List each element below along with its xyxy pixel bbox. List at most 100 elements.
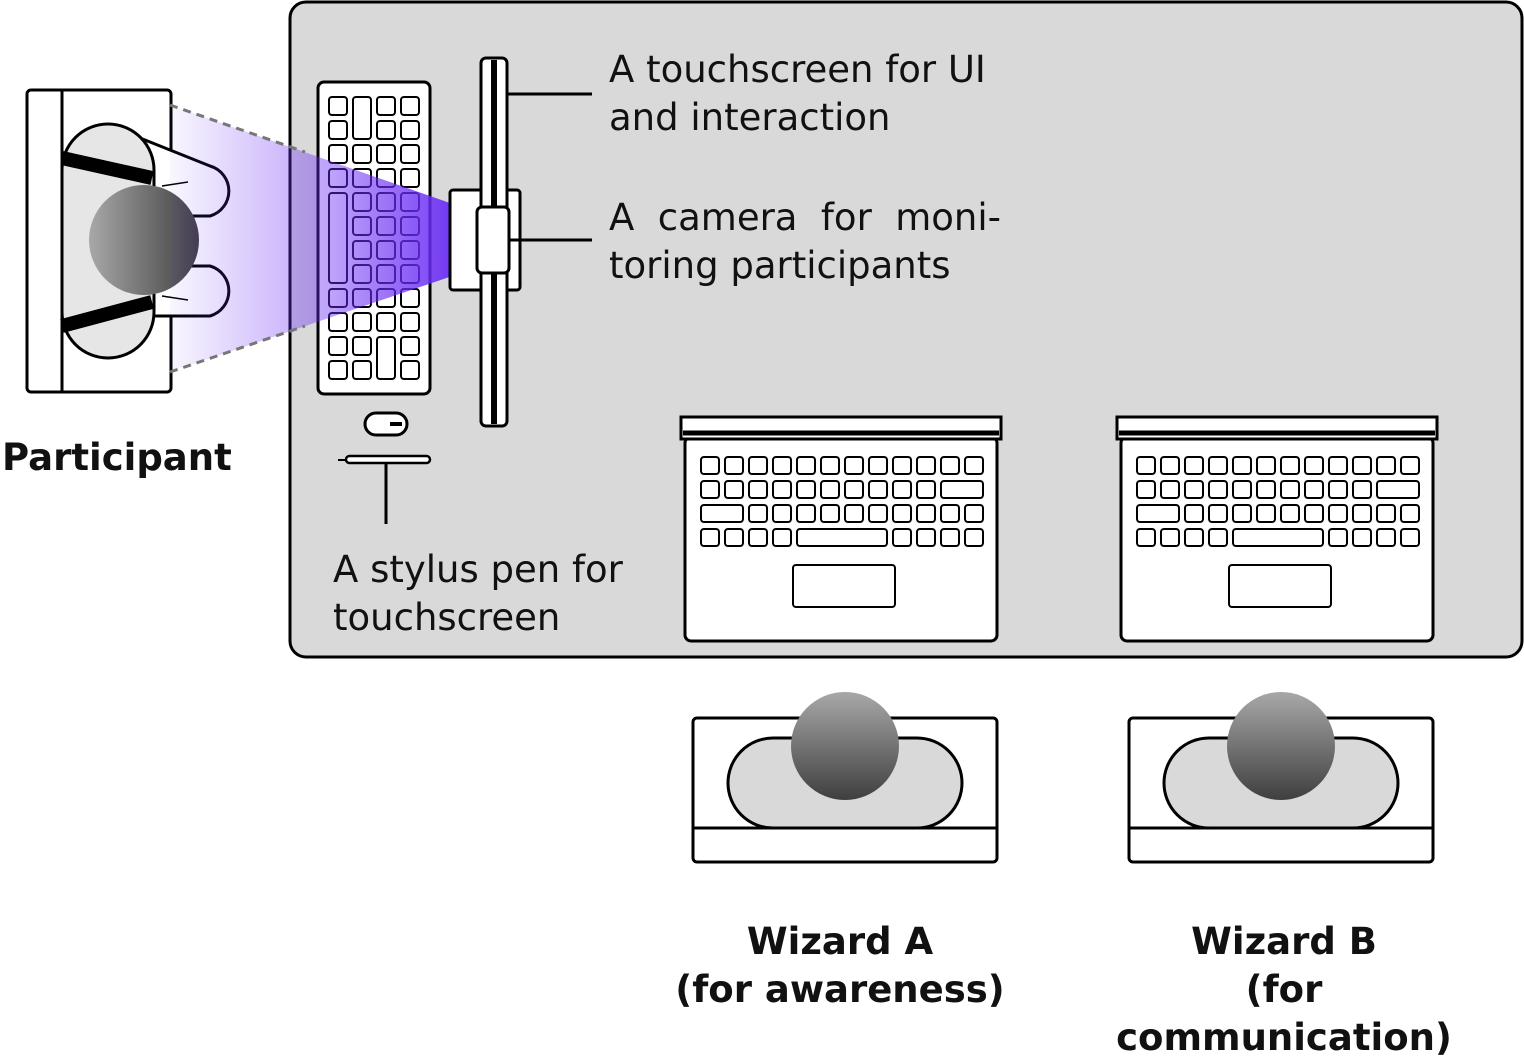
laptop-trackpad xyxy=(792,564,896,608)
laptop-key xyxy=(748,528,768,547)
laptop-key xyxy=(1352,456,1372,475)
keyboard-key xyxy=(376,312,396,332)
laptop-key xyxy=(916,528,936,547)
wizard-a-head xyxy=(791,692,899,800)
laptop-key xyxy=(820,480,840,499)
laptop-key xyxy=(1184,504,1204,523)
laptop-key xyxy=(1256,504,1276,523)
stylus-label: A stylus pen for touchscreen xyxy=(333,546,653,642)
keyboard-key xyxy=(400,336,420,356)
laptop-key xyxy=(1400,456,1420,475)
laptop-key xyxy=(940,528,960,547)
laptop-key xyxy=(940,480,984,499)
laptop-key xyxy=(1208,480,1228,499)
wizard-a-figure xyxy=(691,692,999,864)
camera-beam xyxy=(170,105,470,372)
stylus-label-line-1: A stylus pen for xyxy=(333,548,623,591)
laptop-key xyxy=(748,456,768,475)
study-setup-diagram xyxy=(25,0,1524,864)
laptop-key xyxy=(1328,528,1348,547)
keyboard-key xyxy=(400,120,420,140)
laptop-key xyxy=(868,504,888,523)
laptop-key xyxy=(1280,504,1300,523)
wizard-b-name: Wizard B xyxy=(1191,920,1377,963)
keyboard-key xyxy=(376,120,396,140)
laptop-key xyxy=(772,504,792,523)
keyboard-key xyxy=(328,96,348,116)
laptop-key xyxy=(916,456,936,475)
laptop-key xyxy=(892,528,912,547)
laptop-key xyxy=(1208,504,1228,523)
laptop-key xyxy=(1304,456,1324,475)
laptop-key xyxy=(1232,504,1252,523)
keyboard-key xyxy=(352,336,372,356)
laptop-key xyxy=(1136,504,1180,523)
laptop-key xyxy=(772,456,792,475)
laptop-key xyxy=(1136,528,1156,547)
laptop-key xyxy=(1400,528,1420,547)
laptop-keyboard xyxy=(1136,456,1420,547)
laptop-keyboard xyxy=(700,456,984,547)
laptop-key xyxy=(1160,528,1180,547)
laptop-wizard-a xyxy=(679,415,1003,643)
laptop-key xyxy=(820,456,840,475)
laptop-key xyxy=(1136,480,1156,499)
laptop-key xyxy=(1160,480,1180,499)
touchscreen-label: A touchscreen for UI and interaction xyxy=(609,46,1001,142)
stylus-label-line-2: touchscreen xyxy=(333,596,561,639)
laptop-key xyxy=(1184,480,1204,499)
wizard-b-label: Wizard B (for communication) xyxy=(1074,918,1494,1062)
keyboard-key xyxy=(376,96,396,116)
laptop-key xyxy=(796,456,816,475)
laptop-key xyxy=(1280,456,1300,475)
laptop-key xyxy=(1232,528,1324,547)
keyboard-key xyxy=(400,168,420,188)
laptop-key xyxy=(1232,456,1252,475)
laptop-key xyxy=(1328,504,1348,523)
laptop-key xyxy=(1328,480,1348,499)
participant-label: Participant xyxy=(2,436,232,479)
laptop-key xyxy=(844,456,864,475)
keyboard-key xyxy=(376,144,396,164)
laptop-key xyxy=(796,504,816,523)
laptop-key xyxy=(724,456,744,475)
laptop-key xyxy=(1352,504,1372,523)
laptop-key xyxy=(1400,504,1420,523)
laptop-key xyxy=(1376,504,1396,523)
laptop-key xyxy=(1352,528,1372,547)
laptop-key xyxy=(1136,456,1156,475)
laptop-key xyxy=(772,528,792,547)
laptop-trackpad xyxy=(1228,564,1332,608)
keyboard-key xyxy=(352,360,372,380)
keyboard-key xyxy=(400,96,420,116)
laptop-key xyxy=(1280,480,1300,499)
laptop-key xyxy=(892,456,912,475)
laptop-key xyxy=(1352,480,1372,499)
laptop-key xyxy=(1208,528,1228,547)
camera-label-line-1: A camera for moni- xyxy=(609,196,1001,239)
laptop-key xyxy=(964,528,984,547)
laptop-key xyxy=(1328,456,1348,475)
laptop-key xyxy=(892,480,912,499)
laptop-key xyxy=(940,456,960,475)
stylus-pen xyxy=(338,454,432,524)
laptop-key xyxy=(964,504,984,523)
laptop-key xyxy=(844,504,864,523)
laptop-key xyxy=(1256,456,1276,475)
laptop-key xyxy=(724,480,744,499)
keyboard-key xyxy=(400,144,420,164)
wizard-a-name: Wizard A xyxy=(746,920,934,963)
camera-fov-edge-bottom xyxy=(169,324,306,374)
laptop-screen-hinge xyxy=(679,415,1003,441)
keyboard-key xyxy=(328,360,348,380)
laptop-key xyxy=(700,504,744,523)
laptop-key xyxy=(940,504,960,523)
keyboard-key xyxy=(400,360,420,380)
keyboard-key xyxy=(376,336,396,380)
keyboard-key xyxy=(352,144,372,164)
wizard-a-label: Wizard A (for awareness) xyxy=(640,918,1040,1014)
wizard-b-role: (for communication) xyxy=(1116,968,1452,1059)
keyboard-key xyxy=(400,312,420,332)
keyboard-key xyxy=(352,312,372,332)
laptop-key xyxy=(1376,528,1396,547)
